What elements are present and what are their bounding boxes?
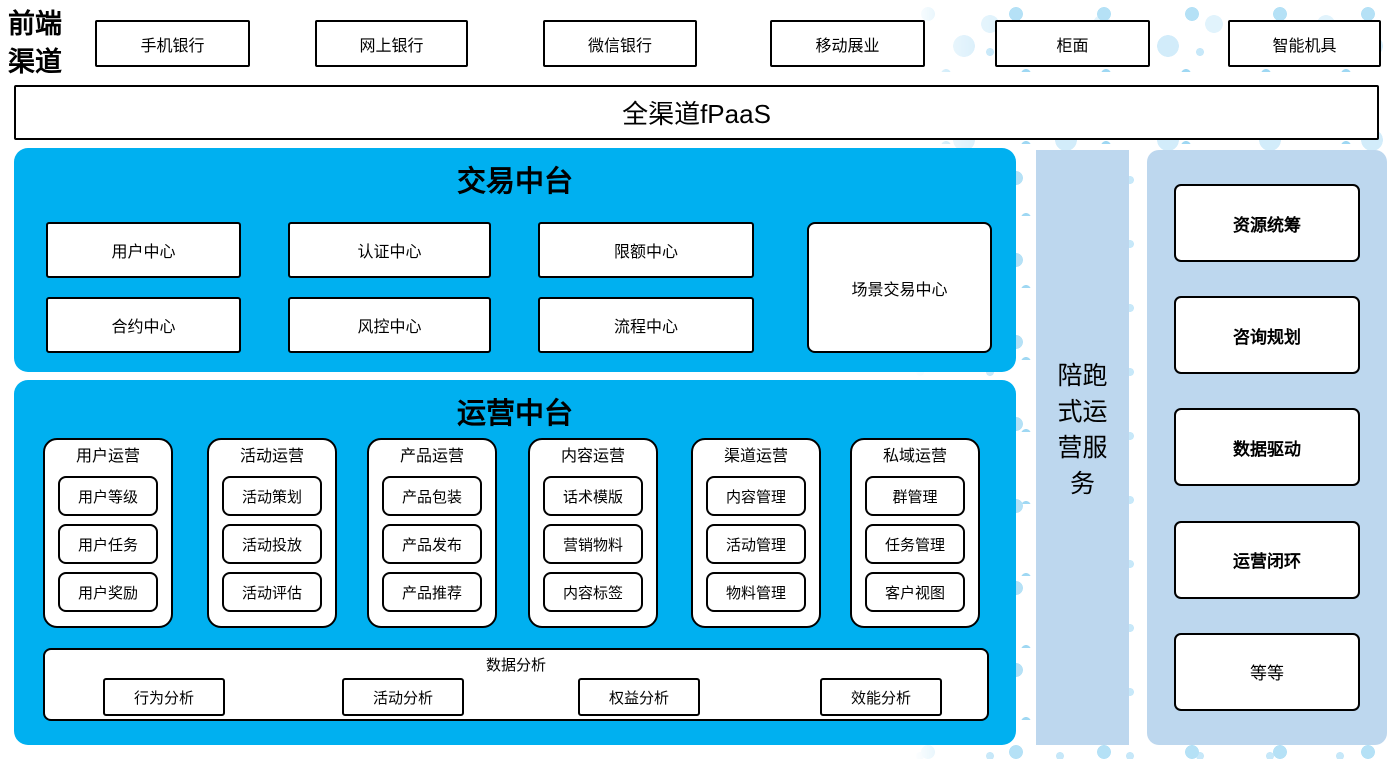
center-box-contract: 合约中心: [46, 297, 241, 353]
center-box-process: 流程中心: [538, 297, 754, 353]
data-analysis-title: 数据分析: [485, 657, 546, 674]
ops-column-title: 私域运营: [882, 448, 947, 465]
analysis-item-efficiency: 效能分析: [820, 678, 942, 716]
trade-platform-panel: 交易中台 用户中心 认证中心 限额中心 合约中心 风控中心 流程中心 场景交易中…: [14, 148, 1016, 372]
ops-item: 产品包装: [382, 476, 482, 516]
ops-item: 活动管理: [706, 524, 806, 564]
analysis-item-activity: 活动分析: [342, 678, 464, 716]
service-panel: 资源统筹 咨询规划 数据驱动 运营闭环 等等: [1147, 150, 1387, 745]
channel-box-counter: 柜面: [995, 20, 1150, 67]
front-channels-label: 前端渠道: [8, 9, 62, 79]
ops-item: 活动策划: [222, 476, 322, 516]
ops-item: 任务管理: [865, 524, 965, 564]
companion-service-strip: 陪跑式运营服务: [1036, 150, 1129, 745]
ops-column-private-domain: 私域运营 群管理 任务管理 客户视图: [850, 438, 980, 628]
channel-box-online-banking: 网上银行: [315, 20, 468, 67]
ops-column-product: 产品运营 产品包装 产品发布 产品推荐: [367, 438, 497, 628]
ops-item: 营销物料: [543, 524, 643, 564]
service-box-data-driven: 数据驱动: [1174, 408, 1360, 487]
ops-item: 客户视图: [865, 572, 965, 612]
trade-platform-title: 交易中台: [456, 164, 573, 198]
ops-item: 物料管理: [706, 572, 806, 612]
ops-item: 活动评估: [222, 572, 322, 612]
center-box-risk: 风控中心: [288, 297, 491, 353]
center-box-limit: 限额中心: [538, 222, 754, 278]
center-box-user: 用户中心: [46, 222, 241, 278]
channel-box-mobile-outreach: 移动展业: [770, 20, 925, 67]
channel-box-mobile-banking: 手机银行: [95, 20, 250, 67]
center-box-scene-trade: 场景交易中心: [807, 222, 992, 353]
ops-column-title: 渠道运营: [723, 448, 788, 465]
ops-item: 活动投放: [222, 524, 322, 564]
ops-column-user: 用户运营 用户等级 用户任务 用户奖励: [43, 438, 173, 628]
data-analysis-box: 数据分析 行为分析 活动分析 权益分析 效能分析: [43, 648, 989, 721]
companion-service-label: 陪跑式运营服务: [1057, 361, 1108, 499]
analysis-item-behavior: 行为分析: [103, 678, 225, 716]
ops-column-activity: 活动运营 活动策划 活动投放 活动评估: [207, 438, 337, 628]
service-box-resource-planning: 资源统筹: [1174, 184, 1360, 263]
ops-column-title: 活动运营: [239, 448, 304, 465]
ops-item: 内容标签: [543, 572, 643, 612]
service-box-etc: 等等: [1174, 632, 1360, 711]
ops-item: 话术模版: [543, 476, 643, 516]
ops-item: 用户奖励: [58, 572, 158, 612]
ops-column-title: 用户运营: [75, 448, 140, 465]
analysis-item-rights: 权益分析: [578, 678, 700, 716]
service-box-consulting-planning: 咨询规划: [1174, 296, 1360, 375]
fpaas-bar: 全渠道fPaaS: [14, 85, 1379, 140]
ops-item: 群管理: [865, 476, 965, 516]
channel-box-wechat-banking: 微信银行: [543, 20, 697, 67]
center-box-auth: 认证中心: [288, 222, 491, 278]
ops-item: 产品发布: [382, 524, 482, 564]
ops-item: 产品推荐: [382, 572, 482, 612]
ops-column-content: 内容运营 话术模版 营销物料 内容标签: [528, 438, 658, 628]
ops-platform-panel: 运营中台 用户运营 用户等级 用户任务 用户奖励 活动运营 活动策划 活动投放 …: [14, 380, 1016, 745]
ops-column-title: 内容运营: [560, 448, 625, 465]
ops-column-channel: 渠道运营 内容管理 活动管理 物料管理: [691, 438, 821, 628]
ops-item: 内容管理: [706, 476, 806, 516]
ops-platform-title: 运营中台: [456, 396, 573, 430]
ops-item: 用户任务: [58, 524, 158, 564]
service-box-ops-closed-loop: 运营闭环: [1174, 520, 1360, 599]
ops-column-title: 产品运营: [399, 448, 464, 465]
channel-box-smart-devices: 智能机具: [1228, 20, 1381, 67]
ops-item: 用户等级: [58, 476, 158, 516]
